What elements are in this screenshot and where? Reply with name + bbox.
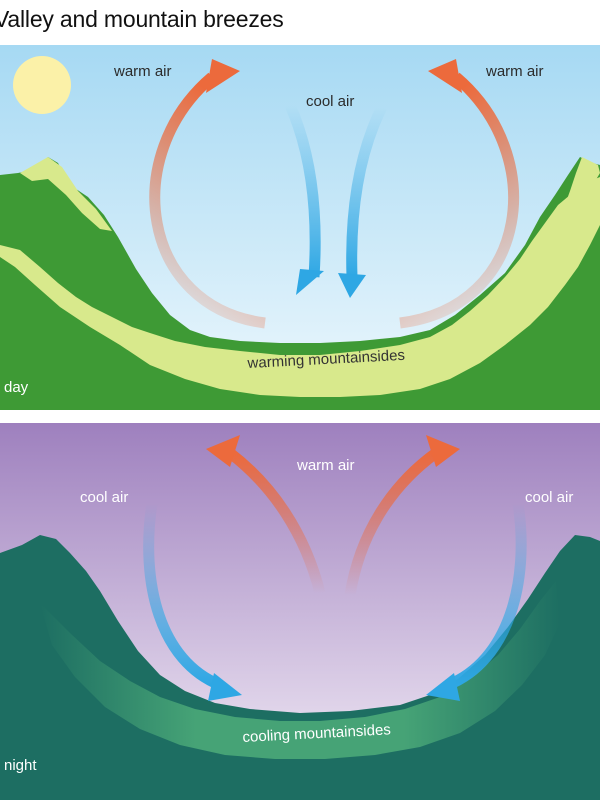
night-slope bbox=[40, 581, 560, 759]
night-cool-air-right-label: cool air bbox=[525, 489, 574, 506]
day-slope bbox=[0, 177, 600, 397]
day-warm-air-left-label: warm air bbox=[114, 63, 172, 80]
day-warm-arrow-right bbox=[399, 72, 520, 329]
night-warm-arrow-left bbox=[226, 448, 326, 595]
day-cool-arrowhead-left bbox=[296, 269, 324, 295]
diagram-title: Valley and mountain breezes bbox=[0, 6, 284, 32]
day-warm-arrowhead-left bbox=[206, 59, 240, 93]
day-warm-arrow-left bbox=[149, 72, 266, 329]
night-label: night bbox=[4, 757, 37, 774]
day-cool-arrow-right bbox=[346, 104, 387, 278]
day-label: day bbox=[4, 379, 29, 396]
night-scene bbox=[0, 423, 600, 800]
day-peak-right bbox=[546, 157, 600, 257]
day-peak-left bbox=[20, 157, 112, 231]
night-warm-arrowhead-right bbox=[426, 435, 460, 467]
day-warm-air-right-label: warm air bbox=[486, 63, 544, 80]
day-warm-arrowhead-right bbox=[428, 59, 462, 93]
night-panel: warm air cool air cool air cooling mount… bbox=[0, 423, 600, 800]
sun-icon bbox=[13, 56, 71, 114]
night-warm-arrow-right bbox=[344, 448, 440, 596]
day-panel: warm air warm air cool air warming mount… bbox=[0, 45, 600, 410]
day-scene bbox=[0, 45, 600, 410]
day-cool-arrow-left bbox=[284, 102, 321, 278]
night-cool-arrowhead-left bbox=[208, 673, 242, 701]
night-cool-arrow-left bbox=[143, 502, 223, 691]
night-cool-air-left-label: cool air bbox=[80, 489, 129, 506]
night-cool-arrowhead-right bbox=[426, 673, 460, 701]
day-cool-air-label: cool air bbox=[306, 93, 355, 110]
night-warm-arrowhead-left bbox=[206, 435, 240, 467]
night-warm-air-label: warm air bbox=[297, 457, 355, 474]
day-cool-arrowhead-right bbox=[338, 273, 366, 298]
night-cool-arrow-right bbox=[445, 502, 527, 691]
